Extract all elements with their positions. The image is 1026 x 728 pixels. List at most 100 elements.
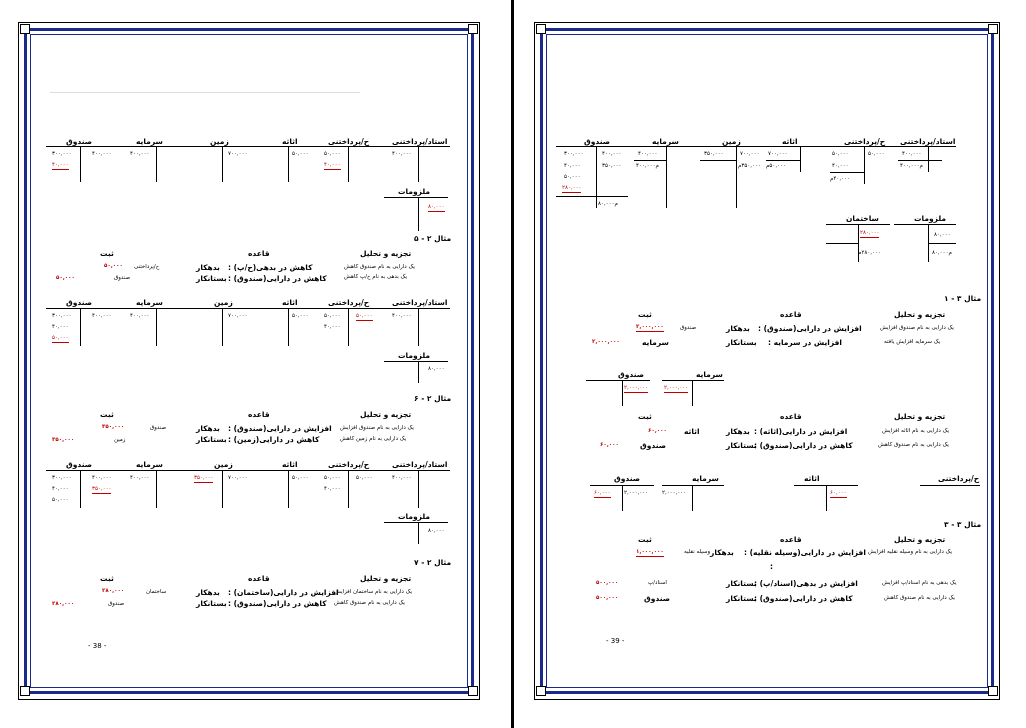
rule-side: بستانکار <box>196 274 227 283</box>
analysis-header: تجزیه و تحلیل <box>360 574 412 583</box>
rule-side: بستانکار <box>196 599 227 608</box>
cell-red: ۴۰,۰۰۰ <box>324 162 341 170</box>
analysis-line: یک دارایی به نام صندوق کاهش <box>344 264 415 270</box>
cell: ۴۰۰,۰۰۰ <box>92 313 112 319</box>
cell: ۳۰۰,۰۰۰ <box>52 475 72 481</box>
rule-line: افزایش در دارایی(ساختمان) : <box>228 588 339 597</box>
header: زمین <box>722 137 741 146</box>
cell-red: ۲۸۰,۰۰۰ <box>562 185 582 193</box>
entry-header: ثبت <box>638 535 652 544</box>
cell: ۵۰,۰۰۰ <box>292 313 309 319</box>
entry-account: ح/پرداختنی <box>134 264 160 270</box>
entry-account: صندوق <box>640 441 667 450</box>
cell: ۵۰,۰۰۰ <box>564 174 581 180</box>
header: اثاثه <box>282 460 298 469</box>
rule-side: بستانکار <box>726 441 757 450</box>
entry-amount: ۲۸۰,۰۰۰ <box>102 588 125 594</box>
header-asasah: اثاثه <box>282 137 298 146</box>
page-frame <box>18 22 480 700</box>
example-title: مثال ۲ - ۵ <box>414 234 452 243</box>
cell: ۷۰۰,۰۰۰ <box>228 475 248 481</box>
cell: ۴۰۰,۰۰۰ <box>392 151 412 157</box>
cell: ۳۰۰,۰۰۰ <box>564 151 584 157</box>
title: اثاثه <box>804 474 820 483</box>
cell: ۸۰,۰۰۰ <box>428 366 445 372</box>
header: ح/پرداختنی <box>328 298 370 307</box>
analysis-line: یک سرمایه افزایش یافته <box>884 339 941 345</box>
cell: ۳۵۰,۰۰۰م <box>738 163 761 169</box>
rule-line: افزایش در دارایی(صندوق) : <box>228 424 332 433</box>
header: ح/پرداختنی <box>328 460 370 469</box>
title: ح/پرداختنی <box>938 474 980 483</box>
analysis-line: یک دارایی به نام زمین کاهش <box>340 436 407 442</box>
example-title: مثال ۲ - ۷ <box>414 558 452 567</box>
cell-red: ۵۰,۰۰۰ <box>52 335 69 343</box>
rule-header: قاعده <box>780 310 802 319</box>
rule-side: بدهکار <box>726 427 750 436</box>
rule-colon: : <box>770 562 773 571</box>
entry-account: صندوق <box>680 325 697 331</box>
entry-account: زمین <box>114 437 126 443</box>
analysis-line: یک دارایی به نام وسیله نقلیه افزایش <box>868 549 953 555</box>
entry-amount: ۶۰,۰۰۰ <box>600 442 619 448</box>
entry-amount: ۲,۰۰۰,۰۰۰ <box>592 339 620 345</box>
entry-account: صندوق <box>150 425 167 431</box>
entry-amount: ۵۰,۰۰۰ <box>104 263 123 269</box>
cell: ۵۰,۰۰۰ <box>324 151 341 157</box>
cell-red: ۲,۰۰۰,۰۰۰ <box>624 385 649 393</box>
rule-line: افزایش در دارایی(وسیله نقلیه) : <box>744 548 866 557</box>
cell: ۴۰۰,۰۰۰ <box>392 475 412 481</box>
cell: ۴۰۰,۰۰۰ <box>602 151 622 157</box>
cell-red: ۵۰,۰۰۰ <box>356 313 373 321</box>
entry-account: صندوق <box>114 275 131 281</box>
example-title: مثال ۲ - ۶ <box>414 394 452 403</box>
analysis-header: تجزیه و تحلیل <box>894 412 946 421</box>
cell: ۴۰۰,۰۰۰ <box>130 313 150 319</box>
page-divider <box>511 0 514 728</box>
entry-amount: ۵۰۰,۰۰۰ <box>596 595 619 601</box>
rule-side: بدهکار <box>726 324 750 333</box>
rule-header: قاعده <box>248 410 270 419</box>
title: سرمایه <box>692 474 719 483</box>
rule-side: بدهکار <box>196 263 220 272</box>
analysis-line: یک دارایی به نام اثاثه افزایش <box>882 428 950 434</box>
header-hpard: ح/پرداختنی <box>328 137 370 146</box>
cell-red: ۶۰,۰۰۰ <box>830 490 847 498</box>
rule-header: قاعده <box>780 535 802 544</box>
page-inner-border <box>30 34 468 688</box>
rule-line: افزایش در دارایی(اثاثه) : <box>754 427 848 436</box>
rule-side: بستانکار <box>726 594 757 603</box>
cell: ۵۰,۰۰۰ <box>356 475 373 481</box>
entry-amount: ۲,۰۰۰,۰۰۰ <box>636 324 664 332</box>
rule-side: بدهکار <box>710 548 734 557</box>
page-inner-border <box>546 34 988 688</box>
example-title: مثال ۳ - ۳ <box>944 520 982 529</box>
cell-red: ۶۰,۰۰۰ <box>594 490 611 498</box>
corner-ornament <box>468 686 478 696</box>
cell: ۵۰,۰۰۰ <box>324 475 341 481</box>
corner-ornament <box>536 686 546 696</box>
entry-amount: ۱,۰۰۰,۰۰۰ <box>636 549 664 557</box>
cell: ۸۰,۰۰۰ <box>428 528 445 534</box>
cell: ۳۵۰,۰۰۰ <box>602 163 622 169</box>
corner-ornament <box>988 24 998 34</box>
cell-red: ۸۰,۰۰۰ <box>428 204 445 212</box>
corner-ornament <box>536 24 546 34</box>
cell-red: ۴۰,۰۰۰ <box>52 162 69 170</box>
rule-side: بستانکار <box>726 338 757 347</box>
cell: ۳۰۰,۰۰۰ <box>52 151 72 157</box>
cell: ۵۰,۰۰۰ <box>868 151 885 157</box>
analysis-header: تجزیه و تحلیل <box>894 535 946 544</box>
cell: ۴۰۰,۰۰۰ <box>392 313 412 319</box>
entry-header: ثبت <box>638 412 652 421</box>
rule-line: افزایش در دارایی(صندوق) : <box>758 324 862 333</box>
analysis-line: یک بدهی به نام ح/پ کاهش <box>344 274 407 280</box>
entry-header: ثبت <box>100 410 114 419</box>
cell: ۴۰,۰۰۰ <box>52 324 69 330</box>
cell: ۵۰,۰۰۰ <box>832 151 849 157</box>
title: سرمایه <box>696 370 723 379</box>
rule-line: کاهش در دارایی(صندوق) : <box>228 274 327 283</box>
cell: ۴۰,۰۰۰ <box>324 486 341 492</box>
entry-amount: ۵۰,۰۰۰ <box>56 275 75 281</box>
cell: ۲,۰۰۰,۰۰۰ <box>662 490 687 496</box>
